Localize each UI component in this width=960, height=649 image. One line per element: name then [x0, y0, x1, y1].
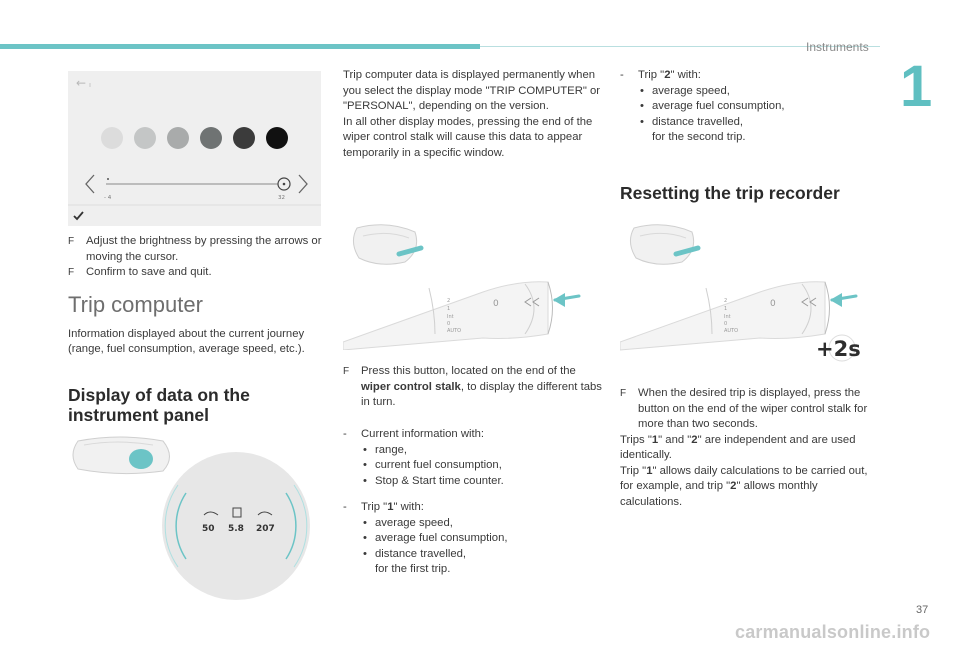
confirm-check-icon — [73, 211, 84, 221]
display-section: Display of data on the instrument panel — [68, 385, 330, 425]
gauge-value-distance: 207 — [256, 524, 275, 534]
press-button-instruction: Press this button, located on the end of… — [343, 364, 603, 411]
trip-computer-title: Trip computer — [68, 292, 203, 317]
rewind-icon — [524, 297, 540, 307]
trips-independent-text: Trips "1" and "2" are independent and ar… — [620, 433, 856, 462]
brightness-instructions: Adjust the brightness by pressing the ar… — [68, 234, 330, 281]
back-arrow-icon: ← — [76, 76, 86, 90]
brightness-swatch-6[interactable] — [266, 127, 288, 149]
gauge-value-range: 50 — [202, 524, 215, 534]
stalk-highlight — [396, 245, 424, 257]
section-label: Instruments — [806, 40, 869, 54]
svg-text:1: 1 — [724, 306, 727, 312]
rewind-icon — [801, 297, 817, 307]
reset-instructions: When the desired trip is displayed, pres… — [620, 386, 882, 510]
gauge-value-consumption: 5.8 — [228, 524, 244, 534]
wiper-stalk-illustration: 2 1 Int 0 AUTO 0 — [343, 224, 581, 350]
instrument-panel-illustration: 50 5.8 207 — [72, 436, 310, 600]
watermark: carmanualsonline.info — [735, 622, 931, 642]
stalk-highlight — [673, 245, 701, 257]
brightness-slider-knob — [277, 177, 291, 191]
svg-text:0: 0 — [447, 321, 450, 327]
brightness-swatch-2[interactable] — [134, 127, 156, 149]
fuel-pump-icon — [232, 507, 242, 518]
svg-text:0: 0 — [724, 321, 727, 327]
bullet-hold-button: When the desired trip is displayed, pres… — [620, 386, 882, 433]
highlighted-display-zone — [129, 449, 153, 469]
reset-title: Resetting the trip recorder — [620, 183, 840, 203]
brightness-swatch-5[interactable] — [233, 127, 255, 149]
brightness-panel-graphic: ← - 4 32 — [68, 76, 321, 221]
reset-section: Resetting the trip recorder — [620, 183, 882, 203]
svg-text:0: 0 — [493, 299, 499, 309]
slider-min-label: - 4 — [104, 195, 112, 201]
chapter-number: 1 — [900, 54, 933, 119]
hold-duration-label: +2s — [816, 337, 861, 361]
svg-text:2: 2 — [724, 298, 727, 304]
slider-max-label: 32 — [278, 195, 285, 201]
header-accent-bar — [0, 44, 480, 49]
distance-icon — [257, 511, 273, 516]
display-mode-text: Trip computer data is displayed permanen… — [343, 68, 603, 161]
wiper-stalk — [343, 281, 549, 350]
bullet-press-button: Press this button, located on the end of… — [343, 364, 603, 411]
para-temporary-display: In all other display modes, pressing the… — [343, 115, 593, 159]
current-info-block: Current information with: range, current… — [343, 427, 603, 489]
brightness-swatch-1[interactable] — [101, 127, 123, 149]
stalk-end-button — [824, 281, 830, 335]
brightness-settings-panel: ← - 4 32 — [68, 71, 321, 226]
instrument-dial — [162, 452, 310, 600]
stalk-end-button — [547, 281, 553, 335]
svg-text:1: 1 — [447, 306, 450, 312]
svg-text:Int: Int — [724, 314, 731, 320]
trip-computer-intro: Information displayed about the current … — [68, 327, 305, 356]
steering-wheel-icon — [353, 224, 418, 265]
trip2-block: Trip "2" with: average speed, average fu… — [620, 68, 882, 146]
chevron-left-icon — [85, 174, 95, 194]
steering-wheel-icon — [630, 224, 695, 265]
svg-text:0: 0 — [770, 299, 776, 309]
brightness-swatch-3[interactable] — [167, 127, 189, 149]
trip-usage-text: Trip "1" allows daily calculations to be… — [620, 464, 868, 508]
bullet-adjust: Adjust the brightness by pressing the ar… — [68, 234, 330, 265]
brightness-swatches — [101, 127, 288, 149]
wiper-stalk — [620, 281, 826, 351]
press-arrow-icon — [553, 293, 565, 307]
svg-text:2: 2 — [447, 298, 450, 304]
chevron-right-icon — [298, 174, 308, 194]
press-arrow-icon — [830, 293, 842, 307]
svg-text:AUTO: AUTO — [724, 328, 738, 334]
bullet-confirm: Confirm to save and quit. — [68, 265, 330, 281]
para-permanent-display: Trip computer data is displayed permanen… — [343, 69, 601, 112]
page-number: 37 — [916, 604, 929, 616]
display-title: Display of data on the instrument panel — [68, 385, 250, 425]
reset-stalk-illustration: 2 1 Int 0 AUTO 0 +2s — [620, 224, 861, 362]
trip-computer-section: Trip computer Information displayed abou… — [68, 292, 330, 358]
range-icon — [203, 511, 219, 516]
svg-text:AUTO: AUTO — [447, 328, 461, 334]
trip1-block: Trip "1" with: average speed, average fu… — [343, 500, 603, 578]
timer-icon — [828, 334, 856, 362]
svg-text:Int: Int — [447, 314, 454, 320]
header-rule — [480, 46, 880, 47]
brightness-swatch-4[interactable] — [200, 127, 222, 149]
